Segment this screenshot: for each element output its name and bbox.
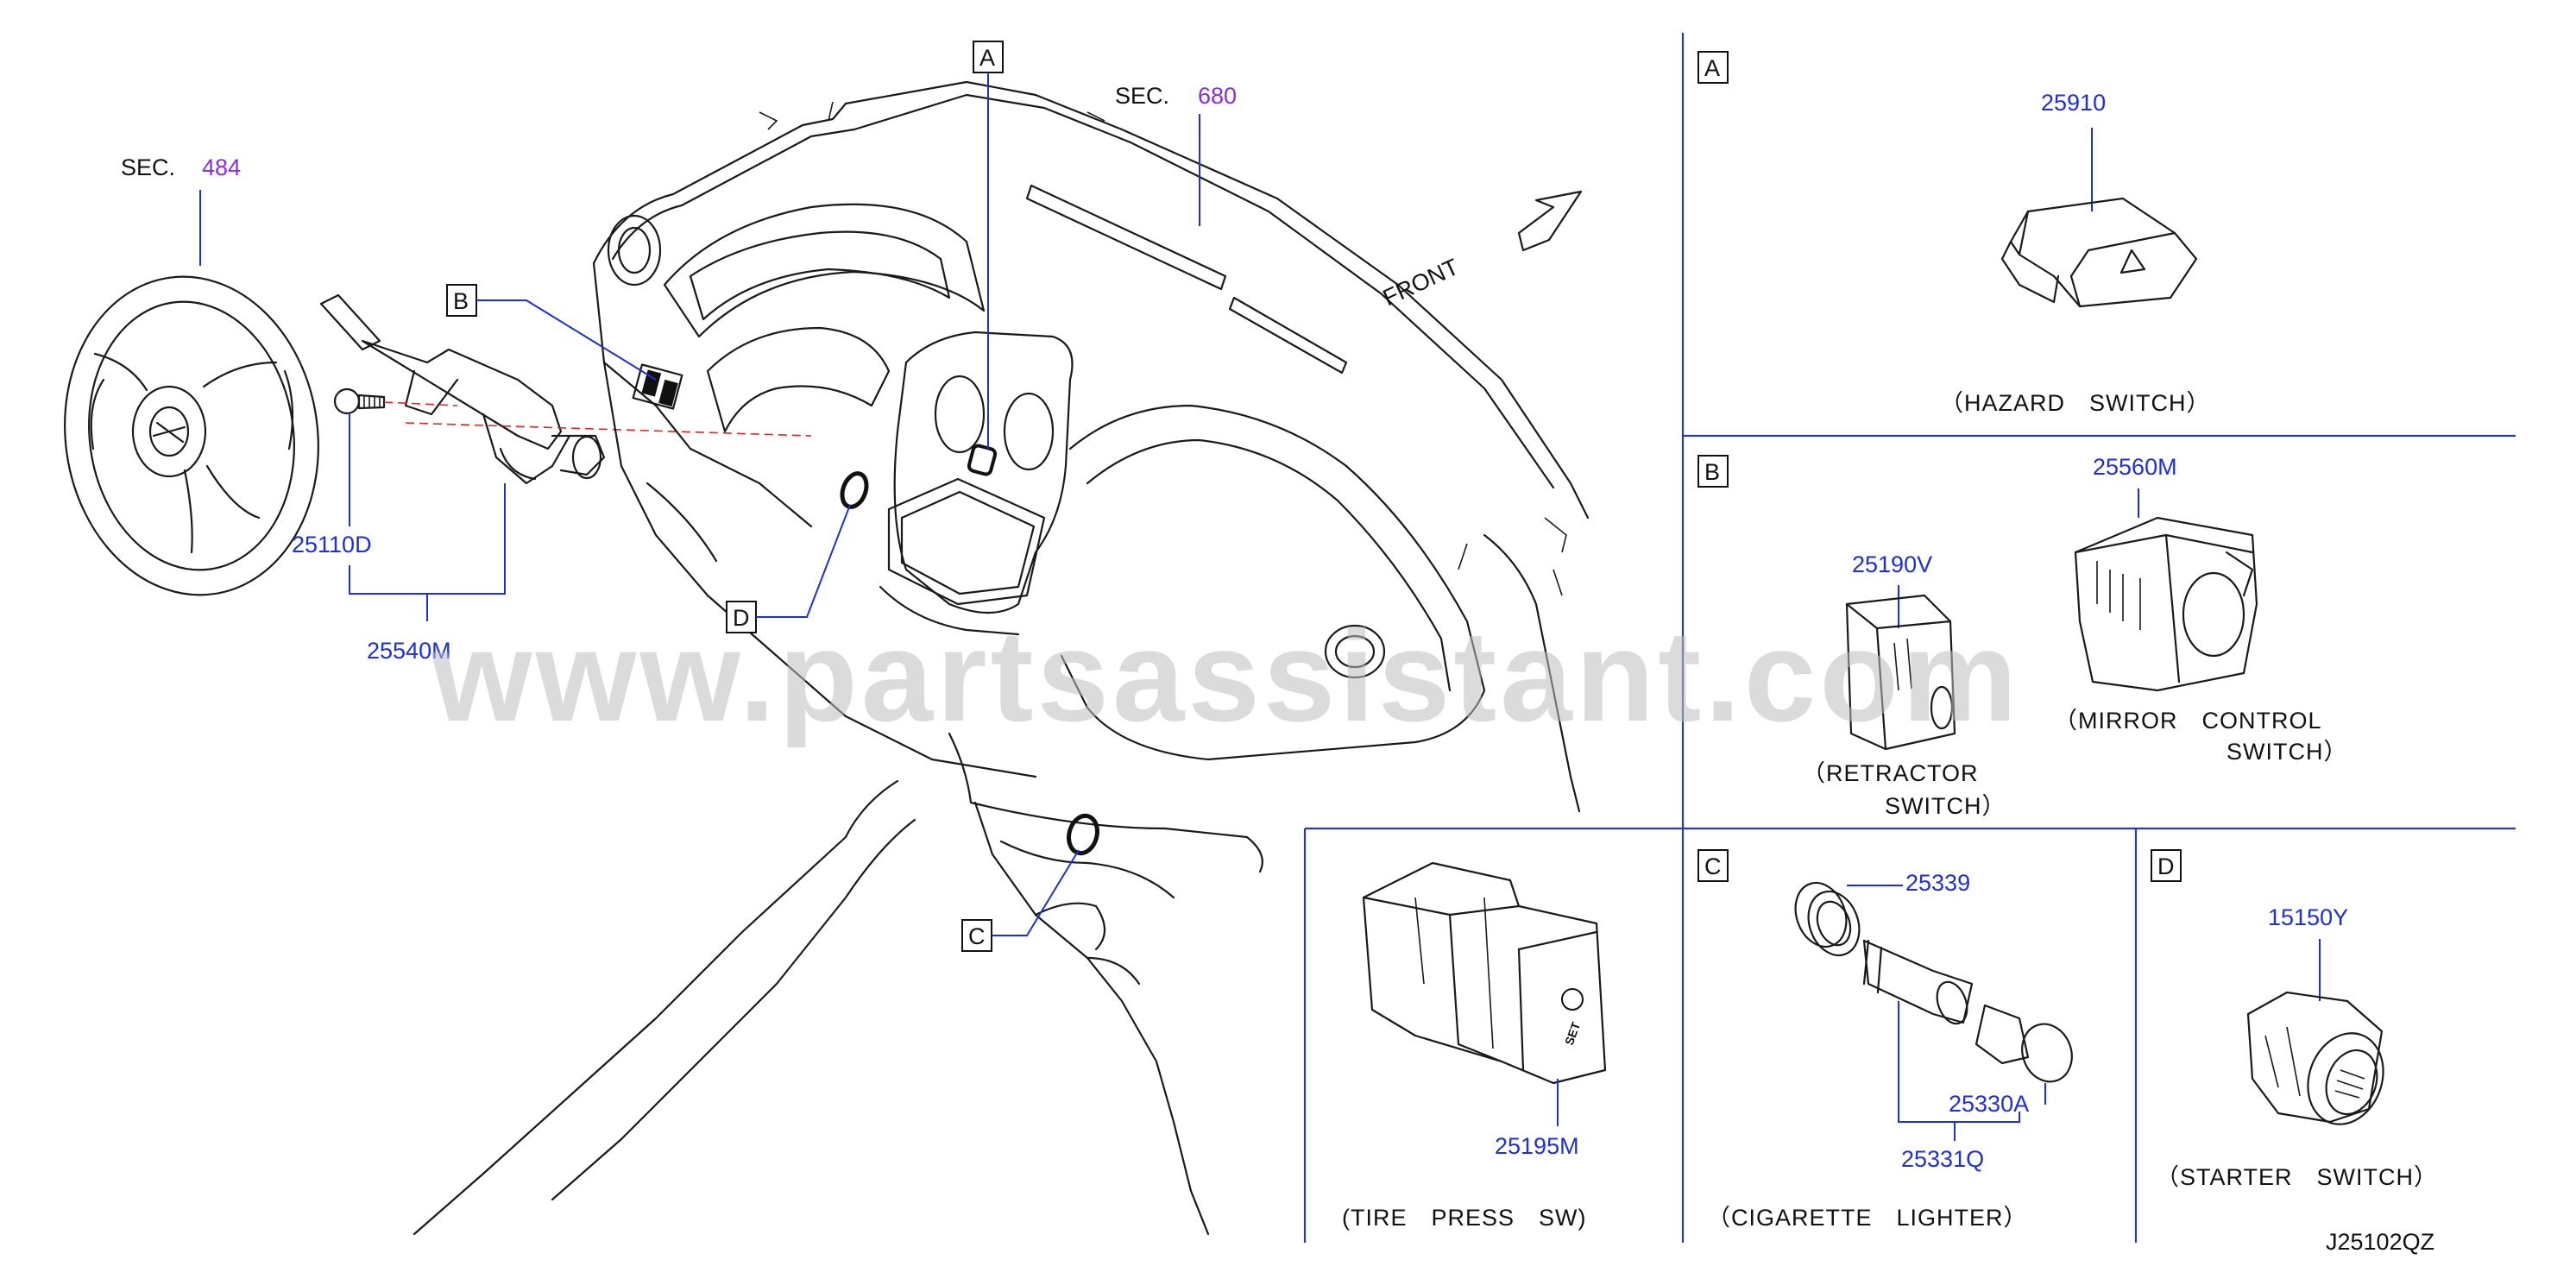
section-number-484[interactable]: 484 xyxy=(202,154,241,180)
callout-D-letter: D xyxy=(733,605,750,631)
caption-mirror-2: SWITCH） xyxy=(2226,739,2347,765)
leader-25540M xyxy=(349,483,506,621)
part-25330A[interactable]: 25330A xyxy=(1949,1091,2029,1117)
panel-tire-press: SET 25195M (TIRE PRESS SW) xyxy=(1342,861,1607,1231)
part-25195M[interactable]: 25195M xyxy=(1495,1133,1579,1159)
part-25910[interactable]: 25910 xyxy=(2041,90,2106,116)
watermark: www.partsassistant.com xyxy=(431,603,2020,748)
panel-A: A 25910 （HAZARD SWITCH） xyxy=(1697,51,2211,416)
leader-25331Q xyxy=(1898,1001,2020,1141)
caption-retractor-2: SWITCH） xyxy=(1885,793,2006,819)
caption-retractor-1: （RETRACTOR xyxy=(1802,760,1979,786)
caption-hazard: （HAZARD SWITCH） xyxy=(1940,390,2211,416)
center-console-drawing xyxy=(413,732,1263,1236)
diagram-code: J25102QZ xyxy=(2326,1229,2434,1255)
section-ref-484[interactable]: SEC. 484 xyxy=(121,154,241,180)
part-15150Y[interactable]: 15150Y xyxy=(2268,904,2348,930)
section-ref-680[interactable]: SEC. 680 xyxy=(1115,83,1237,109)
leader-callout-B xyxy=(476,299,657,381)
callout-D[interactable]: D xyxy=(726,601,757,633)
panel-dividers xyxy=(1303,33,2516,1243)
panel-D-letter: D xyxy=(2157,854,2175,879)
panel-B: B 25560M （MIRROR CONTROL SWITCH） 25190V … xyxy=(1697,454,2347,819)
tire-pressure-icon xyxy=(1561,988,1584,1011)
caption-starter: （STARTER SWITCH） xyxy=(2156,1164,2438,1190)
retractor-switch-drawing xyxy=(1845,594,1956,751)
callout-C[interactable]: C xyxy=(961,919,992,952)
callout-A-letter: A xyxy=(979,45,995,71)
leader-callout-D xyxy=(756,504,851,618)
section-prefix: SEC. xyxy=(121,154,175,180)
part-25540M[interactable]: 25540M xyxy=(367,638,451,664)
panel-C: C 25339 25330A 25331Q （CIGARETTE LIGHTER… xyxy=(1697,849,2073,1231)
combination-switch-drawing xyxy=(319,293,812,485)
part-25190V[interactable]: 25190V xyxy=(1852,551,1932,577)
part-25331Q[interactable]: 25331Q xyxy=(1901,1146,1984,1172)
front-indicator: FRONT xyxy=(1379,190,1583,311)
starter-switch-drawing xyxy=(2246,991,2384,1125)
section-prefix: SEC. xyxy=(1115,83,1169,109)
tire-press-switch-drawing: SET xyxy=(1362,861,1607,1085)
hazard-triangle-icon xyxy=(2119,249,2146,274)
front-arrow-icon xyxy=(1517,190,1583,252)
hazard-switch-drawing xyxy=(2000,197,2198,308)
leader-callout-C xyxy=(992,849,1080,936)
callout-B[interactable]: B xyxy=(446,284,477,317)
part-25110D[interactable]: 25110D xyxy=(292,532,372,557)
caption-tire-press: (TIRE PRESS SW) xyxy=(1342,1205,1587,1231)
panel-A-letter: A xyxy=(1704,55,1720,81)
caption-cigarette: （CIGARETTE LIGHTER） xyxy=(1707,1205,2028,1231)
set-icon-label: SET xyxy=(1562,1020,1584,1047)
part-25560M[interactable]: 25560M xyxy=(2093,454,2177,480)
section-number-680[interactable]: 680 xyxy=(1198,83,1237,109)
panel-C-letter: C xyxy=(1704,854,1722,879)
panel-B-letter: B xyxy=(1704,459,1720,485)
mirror-control-switch-drawing xyxy=(2074,516,2258,692)
callout-A[interactable]: A xyxy=(973,41,1004,73)
part-25339[interactable]: 25339 xyxy=(1905,870,1970,896)
callout-C-letter: C xyxy=(968,923,986,949)
instrument-panel-drawing xyxy=(592,80,1590,813)
callout-B-letter: B xyxy=(453,288,469,314)
front-label: FRONT xyxy=(1379,254,1463,311)
steering-wheel-drawing xyxy=(64,275,319,596)
panel-D: D 15150Y （STARTER SWITCH） xyxy=(2151,849,2438,1190)
cigarette-lighter-drawing xyxy=(1794,881,2073,1083)
caption-mirror-1: （MIRROR CONTROL xyxy=(2054,708,2322,734)
